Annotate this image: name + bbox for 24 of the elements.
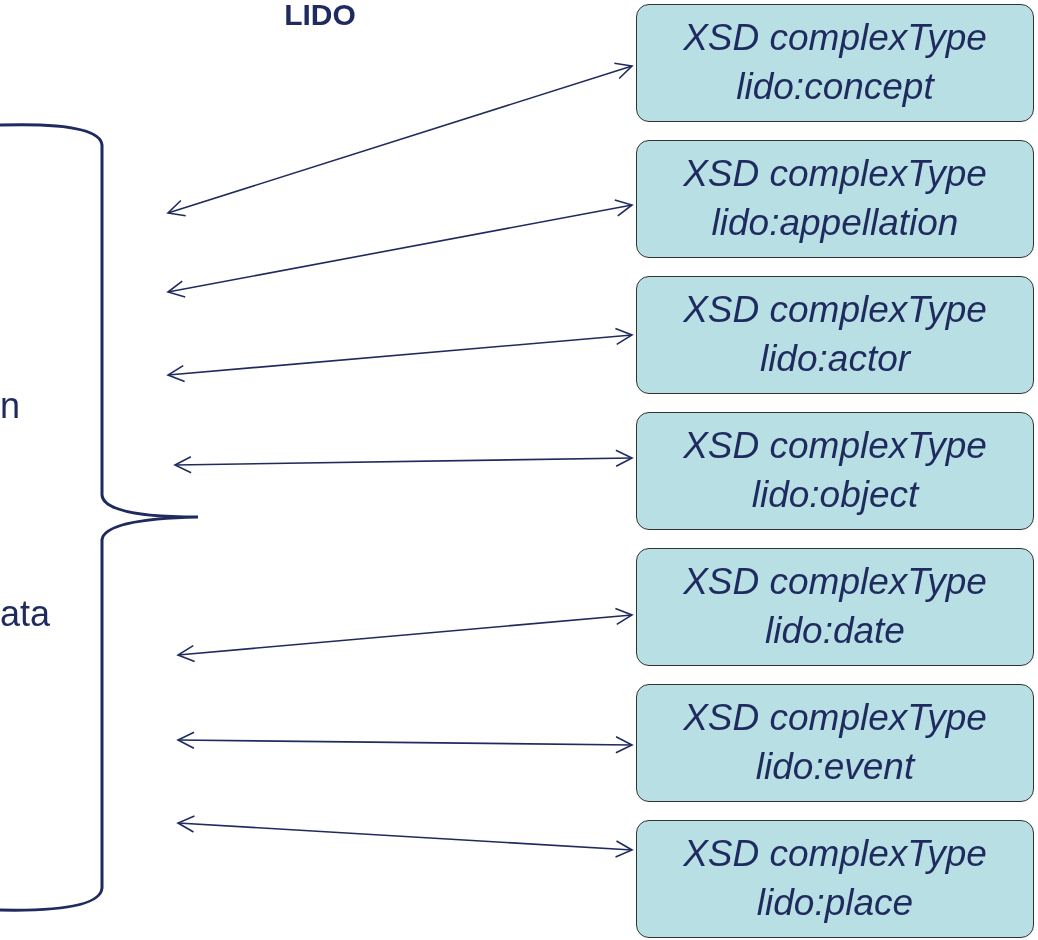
type-box	[636, 412, 1034, 530]
type-box	[636, 820, 1034, 938]
type-name: XSD complexType lido:event	[682, 696, 988, 789]
type-name: XSD complexType lido:object	[682, 424, 988, 517]
type-box	[636, 4, 1034, 122]
type-box	[636, 548, 1034, 666]
double-arrow	[177, 731, 633, 754]
type-box	[636, 684, 1034, 802]
type-box	[636, 276, 1034, 394]
type-name: XSD complexType lido:place	[682, 832, 988, 925]
double-arrow	[167, 62, 633, 217]
type-name: XSD complexType lido:concept	[682, 16, 988, 109]
type-name: XSD complexType lido:date	[682, 560, 988, 653]
type-box	[636, 140, 1034, 258]
double-arrow	[177, 815, 633, 858]
type-name: XSD complexType lido:actor	[682, 288, 988, 381]
text-fragment: n	[0, 388, 21, 424]
double-arrow	[177, 607, 633, 663]
text-fragment: ata	[0, 596, 51, 632]
double-arrow	[174, 449, 633, 474]
title: LIDO	[283, 0, 357, 30]
double-arrow	[167, 327, 633, 383]
type-name: XSD complexType lido:appellation	[682, 152, 988, 245]
double-arrow	[167, 199, 633, 298]
